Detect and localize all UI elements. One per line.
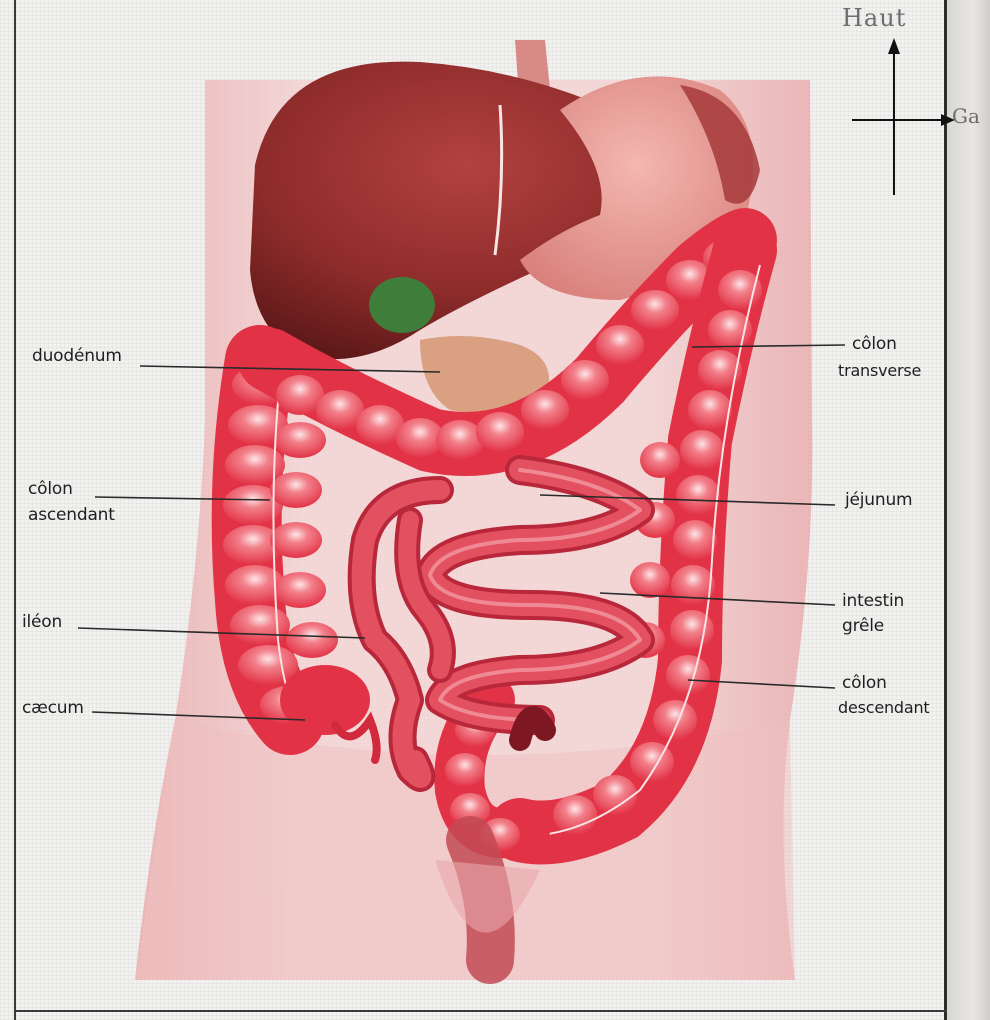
label-jejunum: jéjunum (845, 489, 912, 511)
label-ileon: iléon (22, 611, 62, 633)
label-colon-transverse-line1: côlon (852, 333, 897, 355)
label-colon-ascendant-line2: ascendant (28, 504, 115, 526)
label-intestin-grele-line1: intestin (842, 590, 904, 612)
gallbladder (369, 277, 435, 333)
label-colon-descendant-line2: descendant (838, 697, 930, 719)
label-duodenum: duodénum (32, 345, 122, 367)
label-colon-transverse-line2: transverse (838, 360, 921, 382)
compass-left-label: Ga (952, 104, 980, 128)
label-colon-descendant-line1: côlon (842, 672, 887, 694)
label-caecum: cæcum (22, 697, 84, 719)
compass-up-label: Haut (842, 4, 906, 32)
compass-up-arrow (888, 38, 900, 54)
orientation-compass (852, 38, 955, 195)
caecum (280, 665, 370, 735)
label-colon-ascendant-line1: côlon (28, 478, 73, 500)
label-intestin-grele-line2: grêle (842, 615, 884, 637)
